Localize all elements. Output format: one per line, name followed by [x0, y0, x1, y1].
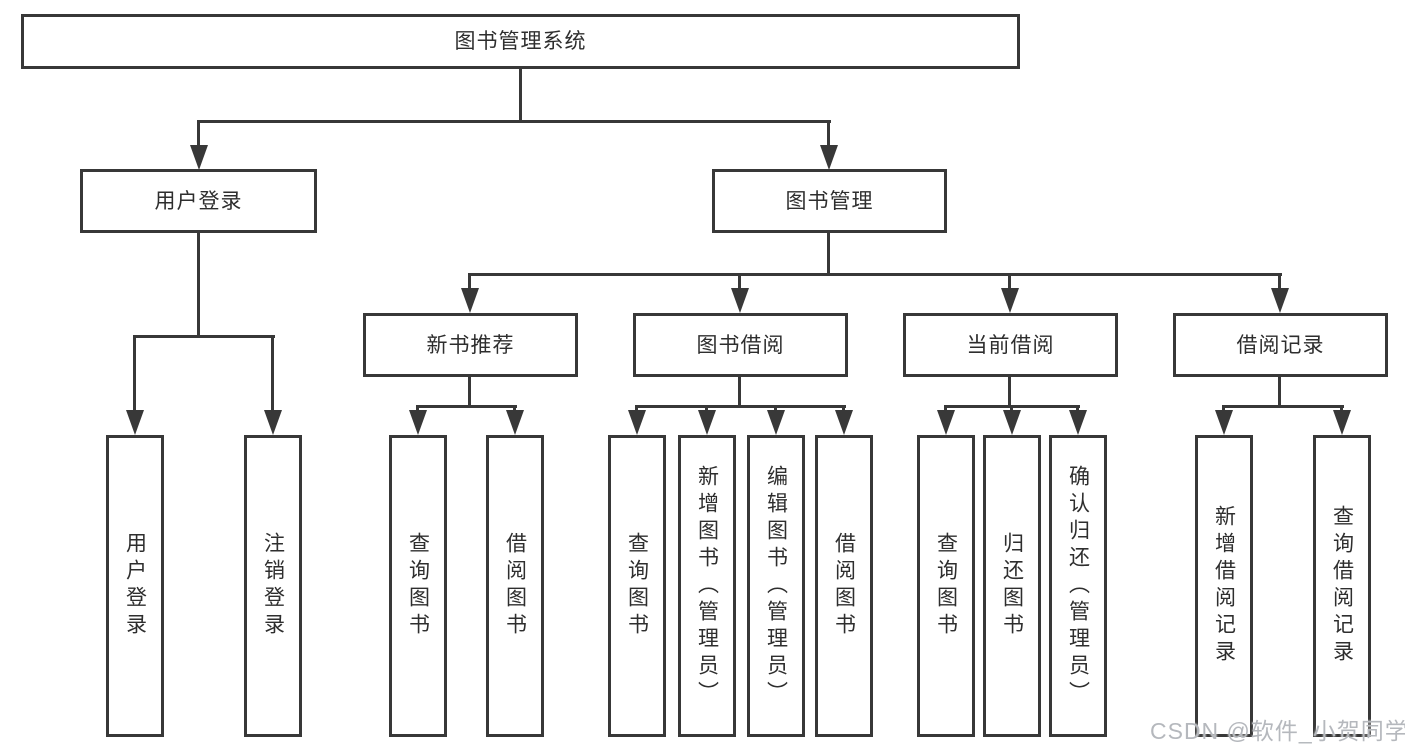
- connector-stem: [197, 120, 200, 148]
- connector-current-stem: [1008, 377, 1011, 408]
- connector-records-stem: [1278, 377, 1281, 408]
- node-library-management-system: 图书管理系统: [21, 14, 1020, 69]
- node-confirm-return-admin: 确认归还（管理员）: [1049, 435, 1107, 737]
- arrowhead: [767, 410, 785, 435]
- connector-mgmt-hline: [468, 273, 1282, 276]
- node-book-borrowing: 图书借阅: [633, 313, 848, 377]
- arrowhead: [1215, 410, 1233, 435]
- csdn-watermark: CSDN @软件_小贺同学: [1150, 718, 1405, 744]
- node-borrow-books: 借阅图书: [486, 435, 544, 737]
- node-query-books: 查询图书: [608, 435, 666, 737]
- connector-root-hline: [197, 120, 831, 123]
- arrowhead: [1069, 410, 1087, 435]
- arrowhead: [409, 410, 427, 435]
- arrowhead: [835, 410, 853, 435]
- connector-borrow-hline: [635, 405, 846, 408]
- node-query-books: 查询图书: [917, 435, 975, 737]
- arrowhead: [126, 410, 144, 435]
- arrowhead: [264, 410, 282, 435]
- arrowhead: [1333, 410, 1351, 435]
- node-edit-books-admin: 编辑图书（管理员）: [747, 435, 805, 737]
- node-add-borrow-record: 新增借阅记录: [1195, 435, 1253, 737]
- node-borrow-books: 借阅图书: [815, 435, 873, 737]
- connector-stem: [271, 335, 274, 413]
- node-add-books-admin: 新增图书（管理员）: [678, 435, 736, 737]
- connector-newbook-stem: [468, 377, 471, 408]
- node-current-borrowing: 当前借阅: [903, 313, 1118, 377]
- connector-records-hline: [1222, 405, 1344, 408]
- arrowhead: [1271, 288, 1289, 313]
- connector-stem: [468, 273, 471, 292]
- node-query-borrow-record: 查询借阅记录: [1313, 435, 1371, 737]
- arrowhead: [820, 145, 838, 170]
- connector-login-hline: [133, 335, 275, 338]
- node-logout: 注销登录: [244, 435, 302, 737]
- node-return-books: 归还图书: [983, 435, 1041, 737]
- arrowhead: [461, 288, 479, 313]
- connector-stem: [1008, 273, 1011, 292]
- arrowhead: [698, 410, 716, 435]
- arrowhead: [1003, 410, 1021, 435]
- arrowhead: [1001, 288, 1019, 313]
- connector-root-stem: [519, 68, 522, 123]
- connector-stem: [1278, 273, 1281, 292]
- node-query-books: 查询图书: [389, 435, 447, 737]
- node-borrowing-records: 借阅记录: [1173, 313, 1388, 377]
- connector-newbook-hline: [416, 405, 517, 408]
- arrowhead: [190, 145, 208, 170]
- node-user-login-group: 用户登录: [80, 169, 317, 233]
- arrowhead: [628, 410, 646, 435]
- connector-stem: [827, 120, 830, 148]
- connector-mgmt-stem: [827, 233, 830, 276]
- node-user-login: 用户登录: [106, 435, 164, 737]
- connector-stem: [133, 335, 136, 413]
- arrowhead: [731, 288, 749, 313]
- arrowhead: [937, 410, 955, 435]
- node-new-book-recommend: 新书推荐: [363, 313, 578, 377]
- arrowhead: [506, 410, 524, 435]
- connector-login-stem: [197, 233, 200, 338]
- connector-stem: [738, 273, 741, 292]
- connector-borrow-stem: [738, 377, 741, 408]
- node-book-management: 图书管理: [712, 169, 947, 233]
